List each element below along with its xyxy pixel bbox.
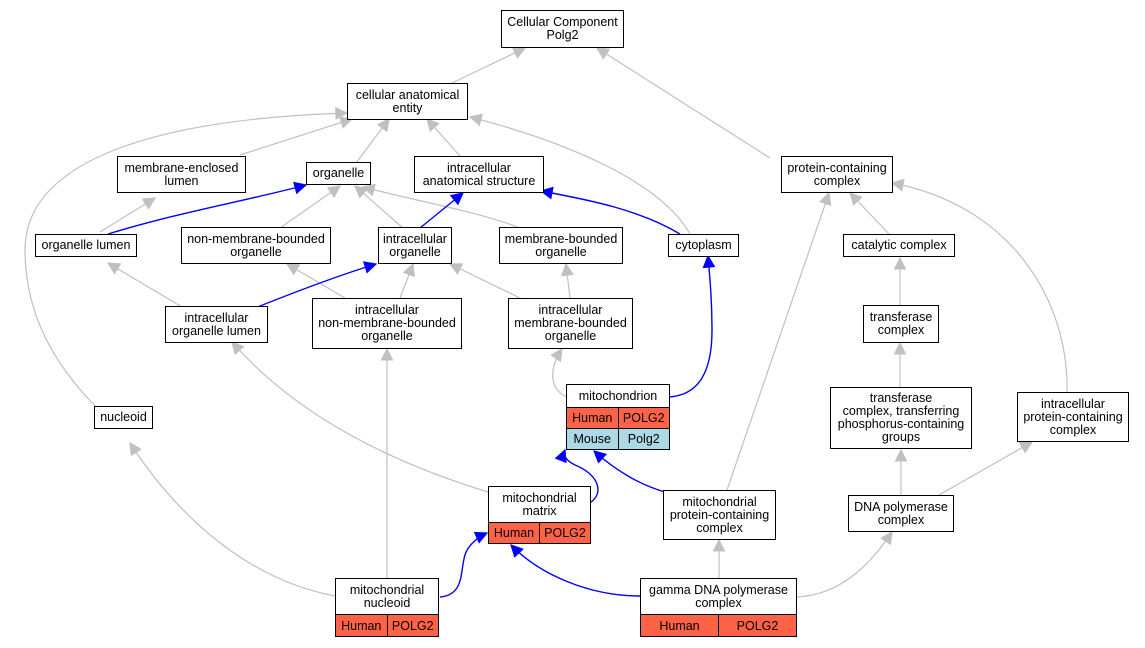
edge-gdpc-dnapc [796, 530, 893, 598]
node-intracellular-organelle-lumen[interactable]: intracellular organelle lumen [165, 306, 268, 343]
node-transferase-complex[interactable]: transferase complex [863, 305, 939, 343]
species-human-label: Human [341, 618, 382, 633]
gene-polg2-label: POLG2 [617, 408, 670, 428]
edge-nucleoid-cae [24, 106, 349, 408]
edge-organelle-cae [355, 117, 390, 164]
edge-gdpc-mm-blue [510, 544, 641, 597]
mitochondrial-nucleoid-human-row: Human POLG2 [335, 614, 439, 637]
node-mitochondrial-nucleoid[interactable]: mitochondrial nucleoid [335, 578, 439, 615]
gene-polg2-label: POLG2 [718, 615, 796, 636]
edge-mn-nucleoid [129, 441, 336, 597]
edge-iol-io-blue [254, 261, 378, 309]
mitochondrion-human-row: Human POLG2 [566, 407, 670, 429]
edge-mpcc-mito-blue [593, 450, 666, 493]
gamma-dna-polymerase-human-row: Human POLG2 [640, 614, 797, 637]
species-mouse-label: Mouse [573, 432, 612, 446]
node-intracellular-anatomical-structure[interactable]: intracellular anatomical structure [414, 156, 544, 193]
node-dna-polymerase-complex[interactable]: DNA polymerase complex [848, 495, 954, 532]
edge-ol-organelle-blue [107, 181, 308, 235]
node-cellular-component-polg2[interactable]: Cellular Component Polg2 [501, 10, 624, 48]
edge-io-organelle [354, 185, 404, 229]
node-catalytic-complex[interactable]: catalytic complex [843, 234, 955, 257]
edge-ipcc-pcc [890, 178, 1068, 396]
edge-mbo-organelle [361, 183, 521, 229]
gene-polg2-label: POLG2 [386, 615, 439, 636]
species-human-label: Human [659, 618, 700, 633]
edge-cae-root [449, 47, 527, 85]
edge-imbo-mbo [560, 262, 574, 299]
edge-pcc-root [595, 47, 771, 159]
edge-iol-ol [106, 262, 183, 308]
node-cellular-anatomical-entity[interactable]: cellular anatomical entity [347, 83, 468, 120]
edge-imbo-io [448, 263, 521, 299]
edge-cc-pcc [849, 192, 890, 235]
node-intracellular-membrane-bounded-organelle[interactable]: intracellular membrane-bounded organelle [508, 298, 633, 349]
node-mitochondrial-protein-containing-complex[interactable]: mitochondrial protein-containing complex [663, 490, 776, 540]
edge-mn-mm-blue [439, 531, 489, 598]
node-non-membrane-bounded-organelle[interactable]: non-membrane-bounded organelle [181, 227, 331, 264]
gene-polg2-mouse-label: Polg2 [617, 429, 670, 449]
edge-ol-mel [99, 197, 157, 233]
edge-nmbo-organelle [279, 185, 342, 229]
edge-mpcc-pcc [726, 191, 832, 491]
edge-cytoplasm-ias-blue [539, 186, 681, 235]
edge-mm-iol [231, 341, 489, 493]
gene-polg2-label: POLG2 [539, 523, 590, 543]
node-transferase-complex-transferring-phosphorus-containing-groups[interactable]: transferase complex, transferring phosph… [830, 387, 972, 449]
edge-dnapc-ipcc [938, 441, 1034, 496]
node-gamma-dna-polymerase-complex[interactable]: gamma DNA polymerase complex [640, 578, 797, 615]
edge-mito-imbo [550, 347, 568, 398]
mitochondrion-mouse-row: Mouse Polg2 [566, 428, 670, 450]
species-human-label: Human [493, 526, 535, 540]
node-intracellular-non-membrane-bounded-organelle[interactable]: intracellular non-membrane-bounded organ… [312, 298, 462, 349]
node-organelle-lumen[interactable]: organelle lumen [35, 234, 137, 257]
node-mitochondrial-matrix[interactable]: mitochondrial matrix [488, 486, 591, 523]
edge-mm-mito-blue [554, 448, 599, 505]
species-human-label: Human [572, 411, 613, 425]
node-organelle[interactable]: organelle [306, 162, 371, 185]
node-intracellular-protein-containing-complex[interactable]: intracellular protein-containing complex [1017, 392, 1129, 442]
node-mitochondrion[interactable]: mitochondrion [566, 384, 670, 408]
node-membrane-bounded-organelle[interactable]: membrane-bounded organelle [499, 227, 623, 264]
node-protein-containing-complex[interactable]: protein-containing complex [781, 156, 893, 193]
node-intracellular-organelle[interactable]: intracellular organelle [378, 227, 452, 264]
node-nucleoid[interactable]: nucleoid [94, 406, 153, 429]
edge-cytoplasm-cae [468, 113, 691, 235]
mitochondrial-matrix-human-row: Human POLG2 [488, 522, 591, 544]
edge-inmbo-nmbo [285, 263, 346, 299]
edge-ias-cae [426, 118, 461, 157]
node-cytoplasm[interactable]: cytoplasm [668, 234, 739, 257]
edge-mito-cytoplasm-blue [668, 254, 716, 398]
edge-inmbo-io [399, 262, 415, 299]
node-membrane-enclosed-lumen[interactable]: membrane-enclosed lumen [117, 156, 246, 193]
edge-io-ias-blue [419, 192, 465, 229]
edge-mel-cae [239, 116, 354, 156]
